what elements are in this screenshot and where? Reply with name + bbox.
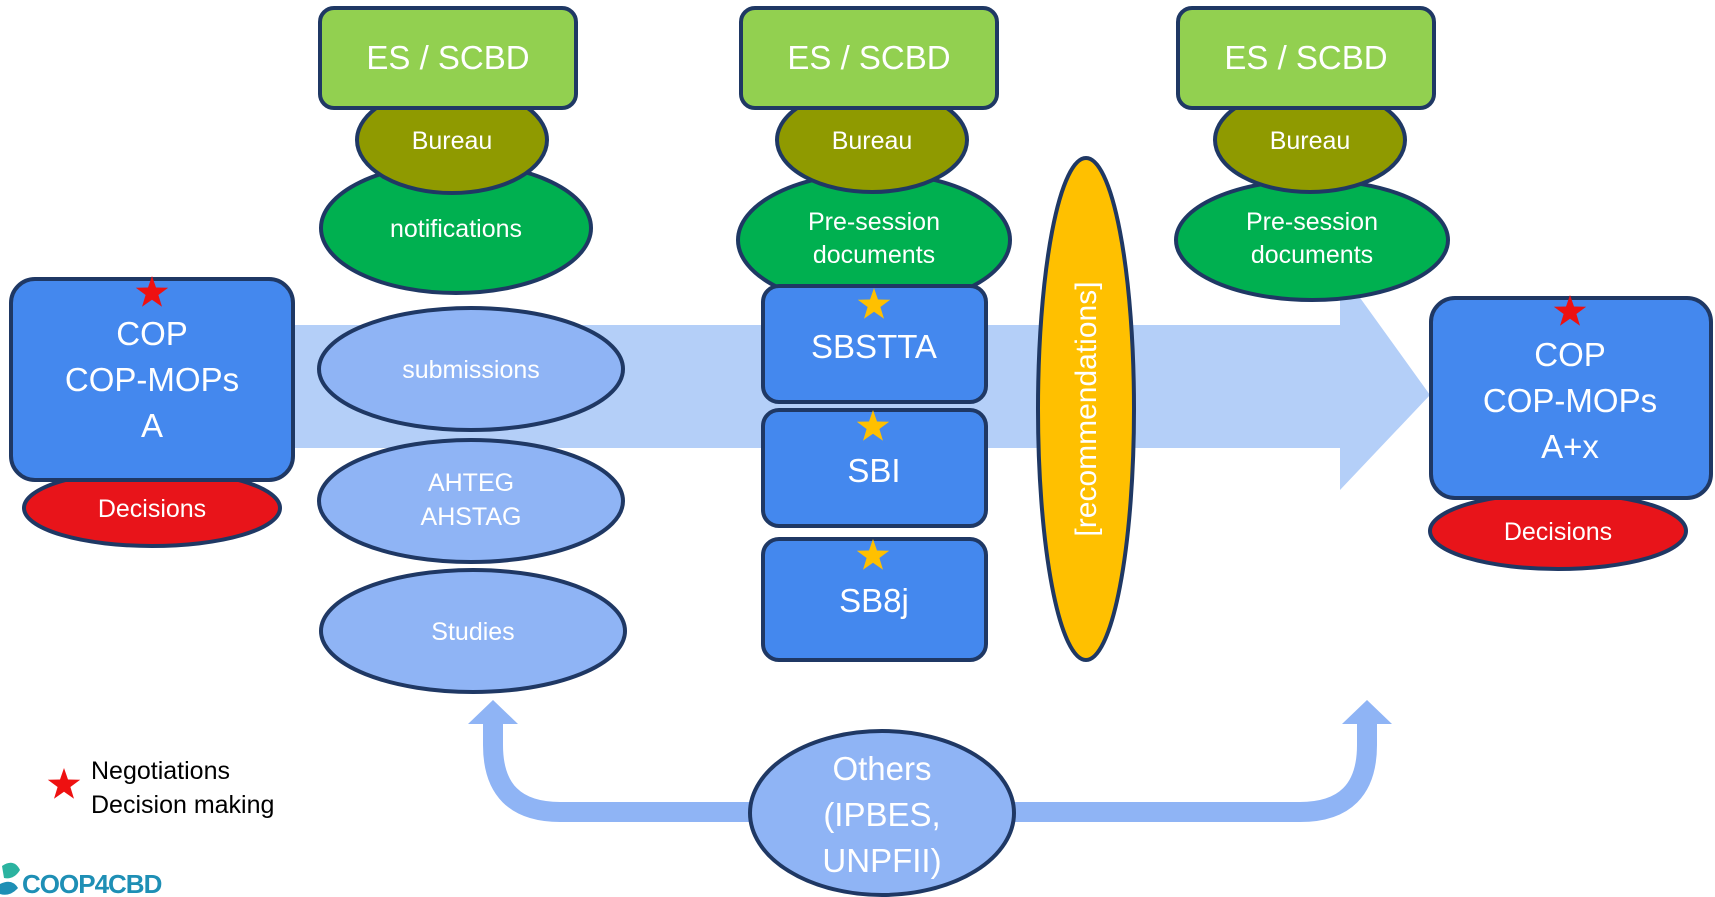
sbstta-box — [761, 284, 988, 404]
es-scbd-box — [739, 6, 999, 110]
others: Others (IPBES, UNPFII) — [748, 729, 1016, 897]
column-2: Pre-session documents Bureau ES / SCBD — [736, 6, 1012, 309]
recommendations: [recommendations] — [1036, 156, 1136, 662]
cop-right: Decisions COP COP-MOPs A+x — [1428, 295, 1713, 571]
others-arrow-left-head — [468, 700, 518, 724]
pre-session-docs-ellipse — [1174, 178, 1450, 302]
others-arrow-left — [483, 722, 765, 822]
ahteg-ellipse — [317, 438, 625, 564]
recommendations-ellipse — [1036, 156, 1136, 662]
pre-session-docs-label-2: documents — [813, 241, 935, 269]
recommendations-label: [recommendations] — [1070, 281, 1103, 536]
coop4cbd-logo-icon: COOP4CBD — [0, 862, 163, 897]
notifications-label: notifications — [390, 215, 522, 243]
submissions-ellipse — [317, 306, 625, 432]
pre-session-docs-label: Pre-session — [808, 208, 940, 236]
cop-label-1: COP — [116, 315, 188, 352]
sbi-box — [761, 408, 988, 528]
column-1: notifications Bureau ES / SCBD — [318, 6, 593, 295]
submissions-label: submissions — [402, 356, 540, 384]
cop-left: Decisions COP COP-MOPs A — [9, 276, 295, 548]
logo-text: COOP4CBD — [22, 869, 162, 897]
others-arrow-right — [1010, 722, 1377, 822]
column-3: Pre-session documents Bureau ES / SCBD — [1174, 6, 1450, 302]
es-scbd-label: ES / SCBD — [1224, 39, 1387, 76]
studies-label: Studies — [431, 618, 514, 646]
cop-label-1: COP — [1534, 336, 1606, 373]
legend-label-1: Negotiations — [91, 757, 230, 785]
others-label-2: (IPBES, — [823, 796, 940, 833]
decisions-label: Decisions — [1504, 518, 1612, 546]
ahstag-label: AHSTAG — [421, 503, 522, 531]
inputs: submissions AHTEG AHSTAG Studies — [317, 306, 627, 694]
sb8j-label: SB8j — [839, 582, 909, 619]
others-arrow-right-head — [1342, 700, 1392, 724]
es-scbd-box — [318, 6, 578, 110]
decisions-label: Decisions — [98, 495, 206, 523]
sbi-label: SBI — [847, 452, 900, 489]
others-ellipse — [748, 729, 1016, 897]
legend: Negotiations Decision making — [47, 757, 274, 819]
pre-session-docs-label: Pre-session — [1246, 208, 1378, 236]
cop-label-2: COP-MOPs — [65, 361, 239, 398]
es-scbd-label: ES / SCBD — [366, 39, 529, 76]
ahteg-label: AHTEG — [428, 469, 514, 497]
es-scbd-box — [1176, 6, 1436, 110]
sbstta-label: SBSTTA — [811, 328, 937, 365]
others-label-1: Others — [832, 750, 931, 787]
bureau-label: Bureau — [832, 127, 913, 155]
bureau-label: Bureau — [1270, 127, 1351, 155]
es-scbd-label: ES / SCBD — [787, 39, 950, 76]
sb8j-box — [761, 537, 988, 662]
subsidiary-bodies: SBSTTA SBI SB8j — [761, 284, 988, 662]
star-icon — [47, 768, 81, 799]
legend-label-2: Decision making — [91, 791, 274, 819]
cop-label-3: A+x — [1541, 428, 1599, 465]
bureau-label: Bureau — [412, 127, 493, 155]
cop-label-3: A — [141, 407, 163, 444]
studies-ellipse — [319, 568, 627, 694]
cop-label-2: COP-MOPs — [1483, 382, 1657, 419]
others-label-3: UNPFII) — [822, 842, 941, 879]
pre-session-docs-label-2: documents — [1251, 241, 1373, 269]
